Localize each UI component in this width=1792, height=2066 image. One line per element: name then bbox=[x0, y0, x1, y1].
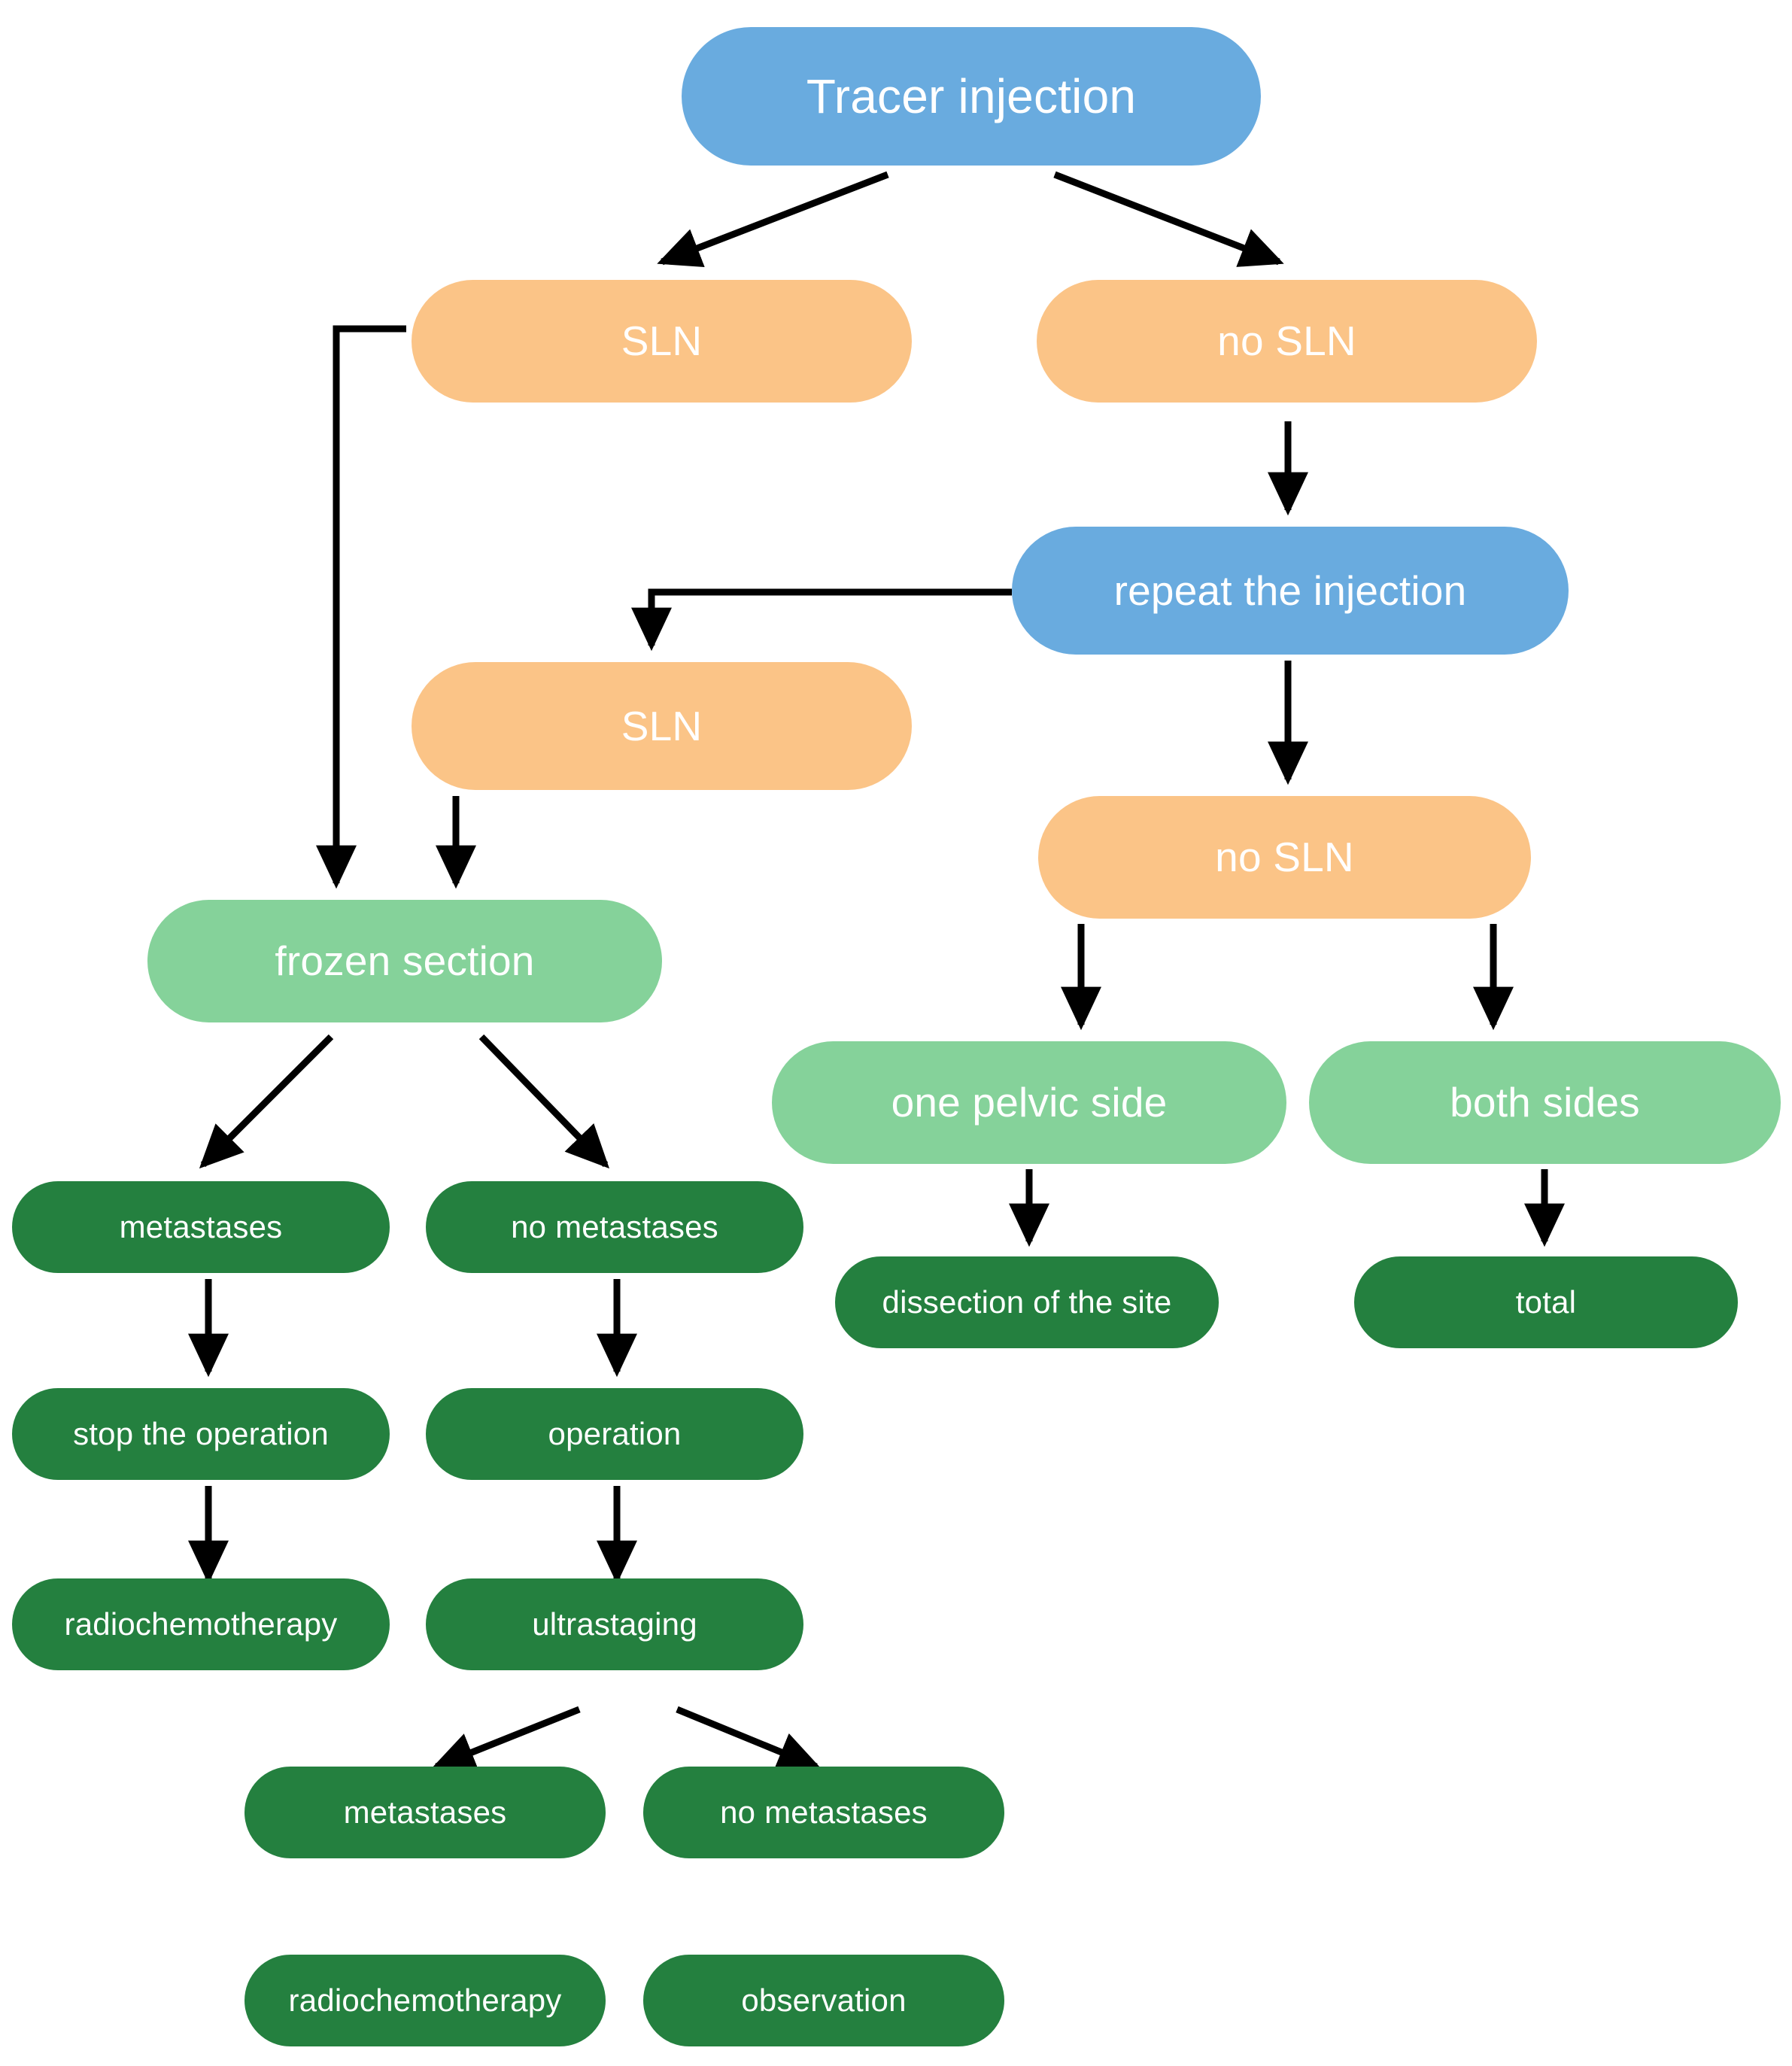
node-label: radiochemotherapy bbox=[288, 1982, 562, 2018]
node-one-pelvic-side[interactable]: one pelvic side bbox=[772, 1041, 1286, 1164]
node-label: frozen section bbox=[275, 937, 535, 985]
node-label: Tracer injection bbox=[806, 68, 1137, 123]
edge-tracer-to-sln bbox=[657, 171, 889, 268]
node-label: metastases bbox=[343, 1794, 507, 1830]
node-label: total bbox=[1515, 1284, 1577, 1320]
node-frozen-section[interactable]: frozen section bbox=[147, 900, 662, 1022]
node-operation[interactable]: operation bbox=[426, 1388, 803, 1480]
node-repeat-the-injection[interactable]: repeat the injection bbox=[1012, 527, 1569, 655]
node-label: both sides bbox=[1450, 1079, 1640, 1126]
node-label: no SLN bbox=[1217, 317, 1356, 365]
node-no-metastases-1[interactable]: no metastases bbox=[426, 1181, 803, 1273]
node-label: no metastases bbox=[511, 1208, 718, 1244]
edge-ultrastaging-to-metastases2 bbox=[431, 1706, 581, 1772]
edge-sln1-to-frozen bbox=[316, 325, 406, 889]
node-label: SLN bbox=[621, 317, 703, 365]
node-label: radiochemotherapy bbox=[64, 1606, 338, 1642]
node-radiochemotherapy-2[interactable]: radiochemotherapy bbox=[245, 1955, 606, 2046]
node-label: one pelvic side bbox=[891, 1079, 1168, 1126]
node-metastases-1[interactable]: metastases bbox=[12, 1181, 390, 1273]
node-label: ultrastaging bbox=[532, 1606, 697, 1642]
edge-ultrastaging-to-no-metastases2 bbox=[676, 1706, 822, 1771]
node-label: no SLN bbox=[1215, 834, 1354, 881]
node-sln-2[interactable]: SLN bbox=[412, 662, 912, 790]
node-no-sln-2[interactable]: no SLN bbox=[1038, 796, 1531, 919]
node-label: no metastases bbox=[720, 1794, 928, 1830]
edge-frozen-to-no-metastases bbox=[478, 1034, 610, 1169]
node-metastases-2[interactable]: metastases bbox=[245, 1767, 606, 1858]
edge-repeat-to-sln2 bbox=[631, 588, 1012, 652]
node-label: operation bbox=[548, 1415, 682, 1451]
node-label: dissection of the site bbox=[882, 1284, 1172, 1320]
edge-frozen-to-metastases bbox=[199, 1034, 334, 1169]
edge-tracer-to-no-sln bbox=[1053, 171, 1284, 267]
node-radiochemotherapy-1[interactable]: radiochemotherapy bbox=[12, 1578, 390, 1670]
node-no-metastases-2[interactable]: no metastases bbox=[643, 1767, 1004, 1858]
node-sln-1[interactable]: SLN bbox=[412, 280, 912, 403]
node-label: SLN bbox=[621, 702, 703, 749]
node-tracer-injection[interactable]: Tracer injection bbox=[682, 27, 1261, 166]
node-label: metastases bbox=[119, 1208, 283, 1244]
node-total[interactable]: total bbox=[1354, 1256, 1738, 1348]
node-label: observation bbox=[741, 1982, 907, 2018]
node-dissection-of-the-site[interactable]: dissection of the site bbox=[835, 1256, 1219, 1348]
node-label: stop the operation bbox=[73, 1415, 329, 1451]
node-label: repeat the injection bbox=[1113, 567, 1467, 614]
node-observation[interactable]: observation bbox=[643, 1955, 1004, 2046]
node-ultrastaging[interactable]: ultrastaging bbox=[426, 1578, 803, 1670]
node-no-sln-1[interactable]: no SLN bbox=[1037, 280, 1537, 403]
node-stop-the-operation[interactable]: stop the operation bbox=[12, 1388, 390, 1480]
node-both-sides[interactable]: both sides bbox=[1309, 1041, 1781, 1164]
